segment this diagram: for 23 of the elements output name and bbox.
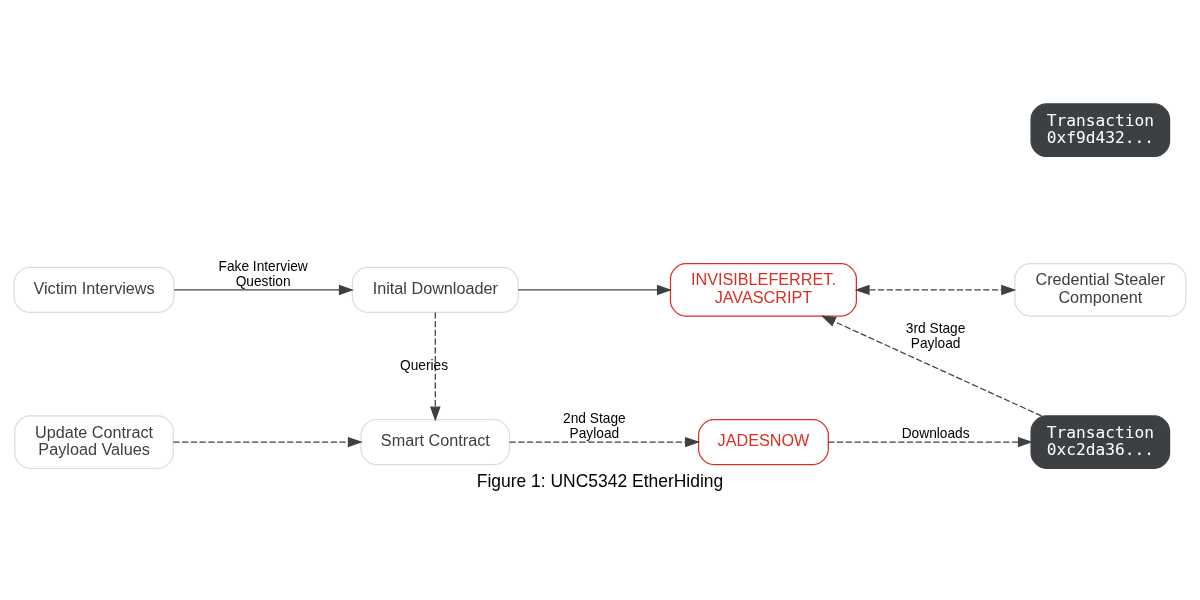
node-box: Update Contract Payload Values [14,414,174,469]
edge-label: Fake Interview Question [218,258,308,289]
arrow [820,314,1042,416]
edge-label: 3rd Stage Payload [905,320,966,351]
caption: Figure 1: UNC5342 EtherHiding [476,470,724,491]
node-box: Smart Contract [360,418,511,465]
node-box: Inital Downloader [351,266,519,313]
arrow [172,436,363,447]
node-box: Transaction 0xf9d432... [1030,102,1171,157]
node-box: Transaction 0xc2da36... [1030,414,1171,469]
edge-label: Downloads [901,425,970,441]
edge-label: 2nd Stage Payload [563,410,626,441]
arrow [827,436,1033,447]
arrow [854,284,1017,295]
node-box: JADESNOW [697,418,829,465]
edge-label: Queries [400,357,449,372]
arrow [430,311,441,422]
arrow [509,436,701,447]
arrow [173,284,354,295]
node-box: Victim Interviews [13,266,175,313]
arrow [517,284,672,295]
node-box: INVISIBLEFERRET. JAVASCRIPT [669,262,858,317]
node-box: Credential Stealer Component [1014,262,1187,317]
